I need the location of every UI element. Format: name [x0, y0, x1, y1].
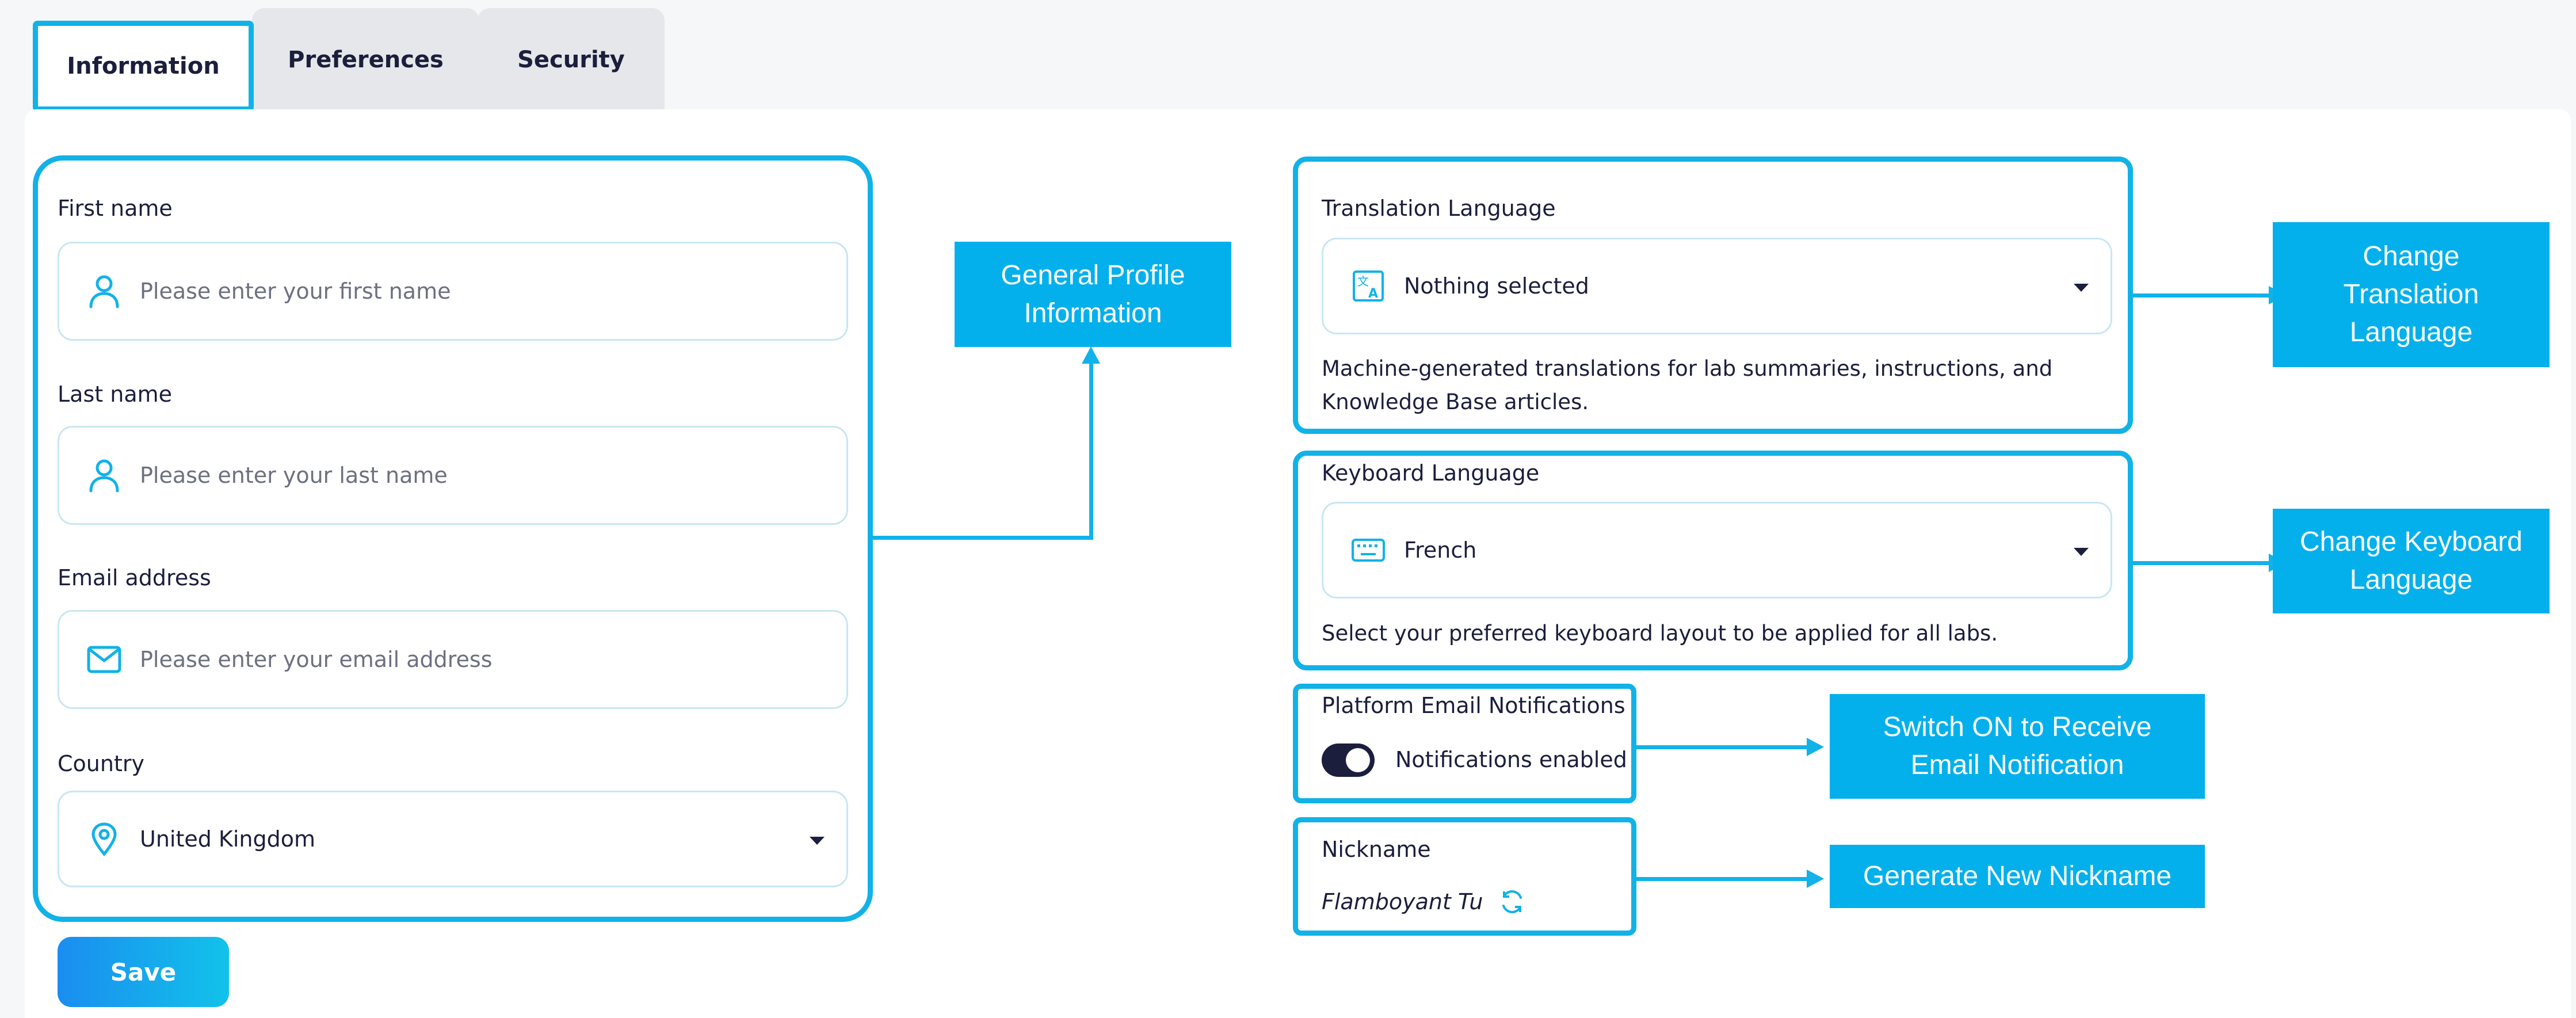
callout-general-profile: General Profile Information — [955, 242, 1231, 347]
arrow-up-icon — [1082, 346, 1100, 364]
user-icon — [87, 458, 121, 493]
help-line: Knowledge Base articles. — [1322, 390, 1589, 414]
user-icon — [87, 274, 121, 308]
refresh-icon[interactable] — [1498, 888, 1526, 916]
callout-text: Change — [2363, 241, 2460, 272]
callout-text: Switch ON to Receive — [1883, 712, 2152, 742]
notifications-status: Notifications enabled — [1395, 747, 1627, 772]
connector-line — [1636, 745, 1809, 749]
keyboard-language-label: Keyboard Language — [1322, 460, 1540, 486]
email-label: Email address — [58, 565, 211, 590]
location-pin-icon — [87, 822, 121, 856]
tab-preferences-label: Preferences — [288, 47, 444, 73]
profile-highlight-box — [33, 155, 873, 922]
keyboard-language-value: French — [1404, 537, 1477, 563]
chevron-down-icon — [810, 837, 825, 845]
callout-generate-nickname: Generate New Nickname — [1830, 845, 2205, 908]
callout-text: General Profile — [1001, 260, 1185, 291]
svg-text:文: 文 — [1357, 274, 1369, 288]
tab-security-label: Security — [517, 47, 625, 73]
mail-icon — [87, 642, 121, 677]
country-value: United Kingdom — [140, 826, 316, 852]
callout-text: Translation — [2343, 279, 2479, 310]
svg-text:A: A — [1368, 287, 1378, 301]
translation-help-text: Machine-generated translations for lab s… — [1322, 352, 2052, 419]
email-field[interactable]: Please enter your email address — [58, 610, 848, 709]
callout-text: Language — [2349, 565, 2473, 595]
arrow-right-icon — [1807, 738, 1824, 756]
chevron-down-icon — [2074, 284, 2089, 292]
tab-information-label: Information — [67, 53, 220, 79]
translation-language-value: Nothing selected — [1404, 273, 1589, 299]
last-name-label: Last name — [58, 382, 172, 407]
email-input[interactable]: Please enter your email address — [140, 647, 493, 672]
connector-line — [1636, 877, 1809, 881]
callout-change-translation: Change Translation Language — [2273, 222, 2550, 367]
toggle-knob — [1346, 748, 1370, 772]
callout-email-notification: Switch ON to Receive Email Notification — [1830, 694, 2205, 799]
translation-language-label: Translation Language — [1322, 196, 1556, 221]
callout-text: Generate New Nickname — [1863, 861, 2172, 891]
country-select[interactable]: United Kingdom — [58, 791, 848, 887]
notifications-toggle[interactable] — [1322, 744, 1375, 777]
keyboard-highlight-box — [1293, 451, 2133, 670]
tab-security[interactable]: Security — [478, 8, 665, 112]
notifications-label: Platform Email Notifications — [1322, 693, 1625, 718]
callout-text: Change Keyboard — [2300, 527, 2522, 557]
first-name-input[interactable]: Please enter your first name — [140, 279, 451, 304]
nickname-label: Nickname — [1322, 837, 1431, 862]
keyboard-language-select[interactable]: French — [1322, 502, 2112, 598]
callout-text: Information — [1024, 298, 1162, 329]
connector-line — [1089, 363, 1093, 540]
last-name-field[interactable]: Please enter your last name — [58, 426, 848, 525]
callout-change-keyboard: Change Keyboard Language — [2273, 509, 2550, 613]
nickname-highlight-box — [1293, 817, 1636, 936]
translation-highlight-box — [1293, 157, 2133, 434]
arrow-right-icon — [1807, 870, 1824, 888]
keyboard-help-text: Select your preferred keyboard layout to… — [1322, 621, 1998, 646]
keyboard-icon — [1351, 533, 1386, 567]
connector-line — [2133, 561, 2271, 565]
tab-preferences[interactable]: Preferences — [252, 8, 479, 112]
first-name-label: First name — [58, 196, 173, 221]
callout-text: Email Notification — [1910, 750, 2124, 780]
connector-line — [2133, 293, 2271, 298]
last-name-input[interactable]: Please enter your last name — [140, 463, 448, 488]
nickname-value: Flamboyant Tu — [1322, 889, 1483, 914]
save-button[interactable]: Save — [58, 937, 229, 1007]
connector-line — [873, 536, 1093, 540]
chevron-down-icon — [2074, 548, 2089, 556]
help-line: Machine-generated translations for lab s… — [1322, 356, 2053, 381]
tab-information[interactable]: Information — [33, 21, 254, 112]
callout-text: Language — [2349, 317, 2473, 348]
notifications-highlight-box — [1293, 684, 1636, 803]
first-name-field[interactable]: Please enter your first name — [58, 242, 848, 341]
country-label: Country — [58, 751, 144, 776]
